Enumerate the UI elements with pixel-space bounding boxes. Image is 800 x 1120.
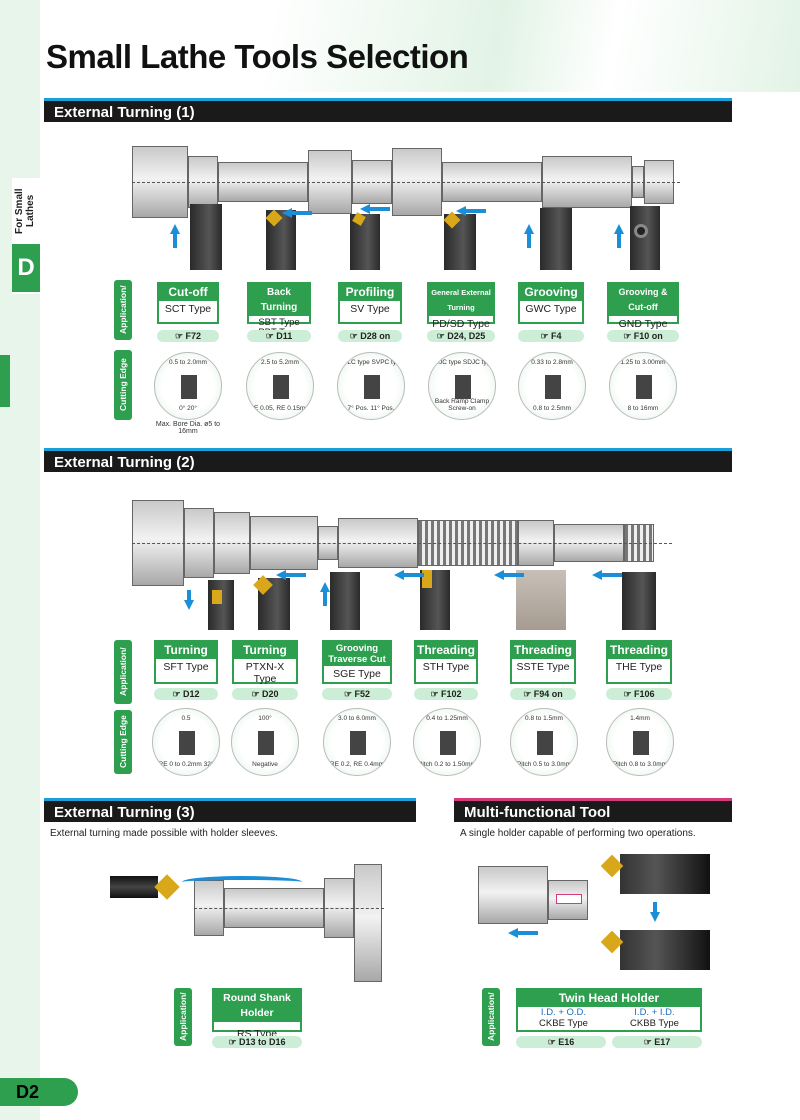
row-label-cutting-edge-2: Cutting Edge Shape [114,710,146,774]
page-ref-f102[interactable]: ☞ F102 [414,688,478,700]
section-header-external-turning-3: External Turning (3) [44,798,416,822]
page-ref-f72[interactable]: ☞ F72 [157,330,219,342]
row-label-application: Application/ Type/Page [114,280,146,340]
page-ref-f106[interactable]: ☞ F106 [606,688,672,700]
page-ref-d12[interactable]: ☞ D12 [154,688,218,700]
header-background [40,0,800,92]
ckbb-option: I.D. + I.D.CKBB Type [630,1007,679,1029]
side-tab-letter: D [12,244,40,292]
row-label-application-2: Application/ Type/Page [114,640,146,704]
row-label-application-4: Application/ Type/Page [482,988,514,1046]
page-ref-f52[interactable]: ☞ F52 [322,688,392,700]
page-ref-e17[interactable]: ☞ E17 [612,1036,702,1048]
page-ref-d20[interactable]: ☞ D20 [232,688,298,700]
row-label-application-3: Application/ Type/Page [174,988,206,1046]
page-ref-f10[interactable]: ☞ F10 on [607,330,679,342]
section-header-external-turning-2: External Turning (2) [44,448,732,472]
page-ref-d11[interactable]: ☞ D11 [247,330,311,342]
card-twin-head-holder: Twin Head Holder I.D. + O.D.CKBE Type I.… [516,988,702,1032]
page-ref-f4[interactable]: ☞ F4 [518,330,584,342]
left-background-stripe [0,0,40,1120]
page-ref-d24[interactable]: ☞ D24, D25 [427,330,495,342]
page-title: Small Lathe Tools Selection [46,38,469,75]
section-header-external-turning-1: External Turning (1) [44,98,732,122]
side-marker-bar [0,355,10,407]
side-tab-label: For Small Lathes [14,188,36,234]
page-number: D2 [0,1078,78,1106]
section-header-multi-functional: Multi-functional Tool [454,798,732,822]
edge-shape-turning-ptxn: 100°Negative [231,708,299,776]
row-label-cutting-edge: Cutting Edge Shape [114,350,146,420]
page-ref-e16[interactable]: ☞ E16 [516,1036,606,1048]
page-ref-f94[interactable]: ☞ F94 on [510,688,576,700]
multi-description: A single holder capable of performing tw… [460,828,696,839]
ckbe-option: I.D. + O.D.CKBE Type [539,1007,588,1029]
page-ref-d13[interactable]: ☞ D13 to D16 [212,1036,302,1048]
ext3-description: External turning made possible with hold… [50,828,278,839]
bore-dia-note: Max. Bore Dia. ø5 to 16mm [155,421,221,435]
page-ref-d28[interactable]: ☞ D28 on [338,330,402,342]
